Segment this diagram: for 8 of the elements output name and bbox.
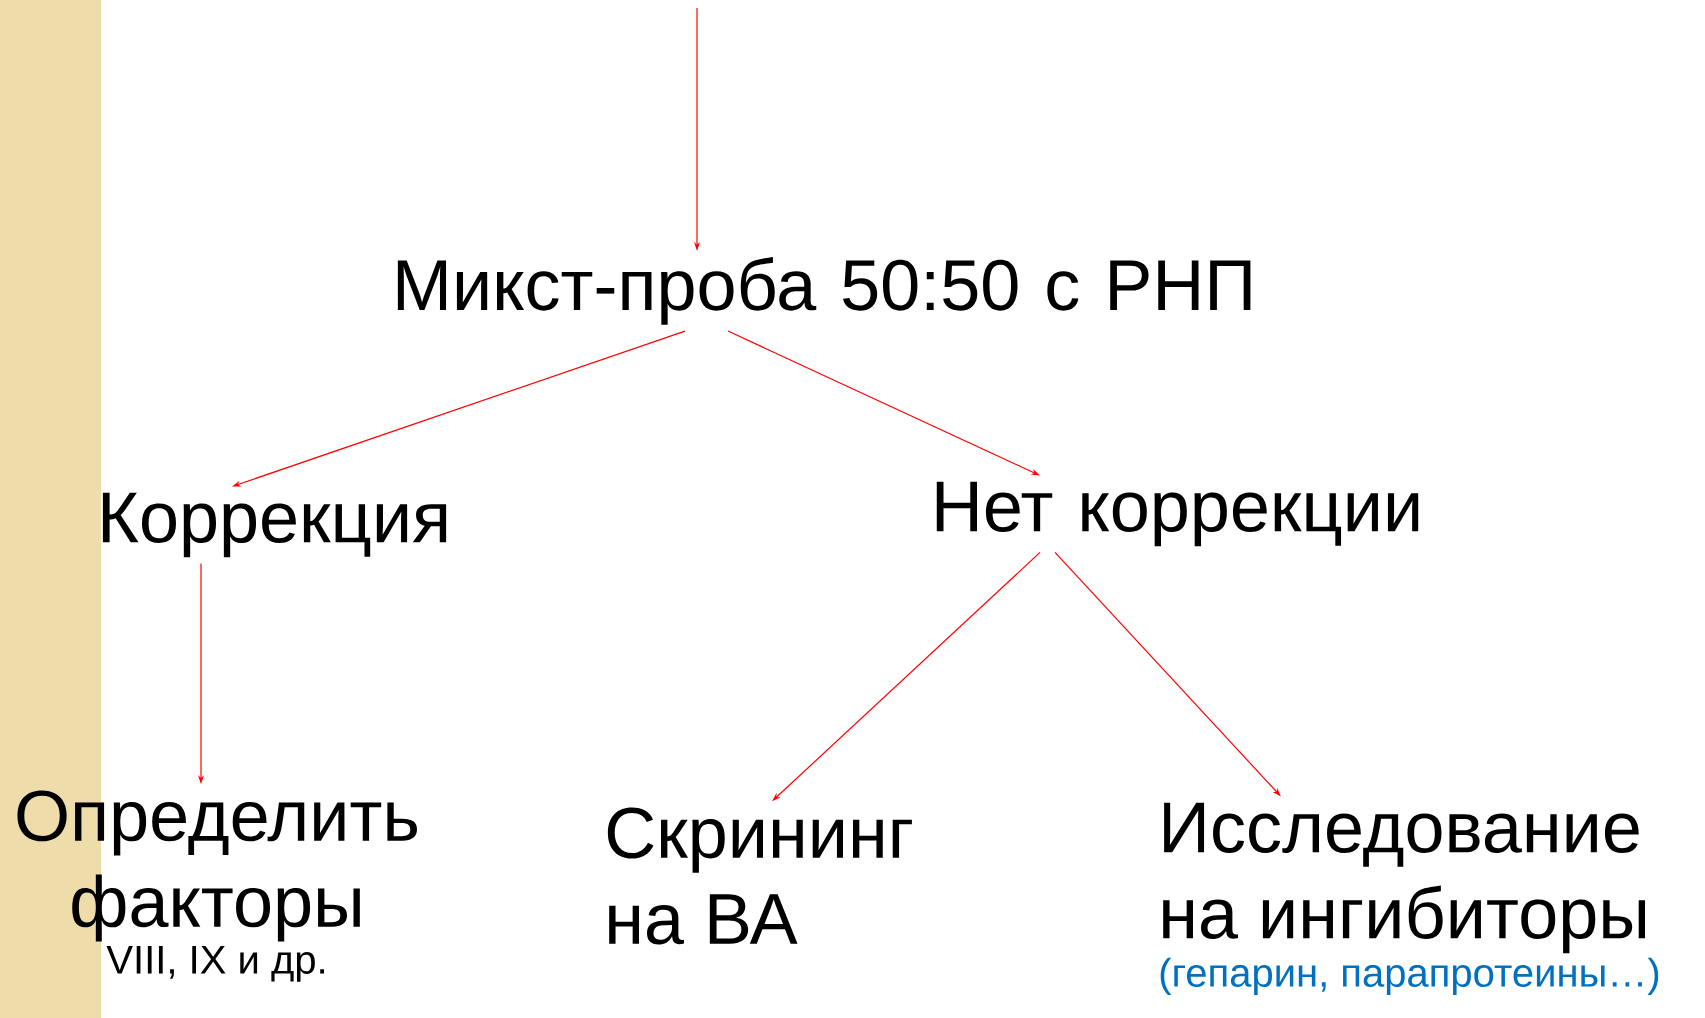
beside-text: VIII, IX и др. (106, 946, 324, 982)
node-text: Определить факторы (17, 790, 417, 942)
node-text: Скрининг на ВА (607, 807, 912, 945)
node-text: Микст-проба 50:50 с РНП (397, 257, 1251, 325)
node-text: Коррекция (102, 492, 447, 558)
node-text: Нет коррекции (936, 481, 1419, 547)
node-text: Исследование на ингибиторы (1163, 802, 1646, 954)
beside-text: (гепарин, парапротеины…) (1160, 957, 1659, 995)
